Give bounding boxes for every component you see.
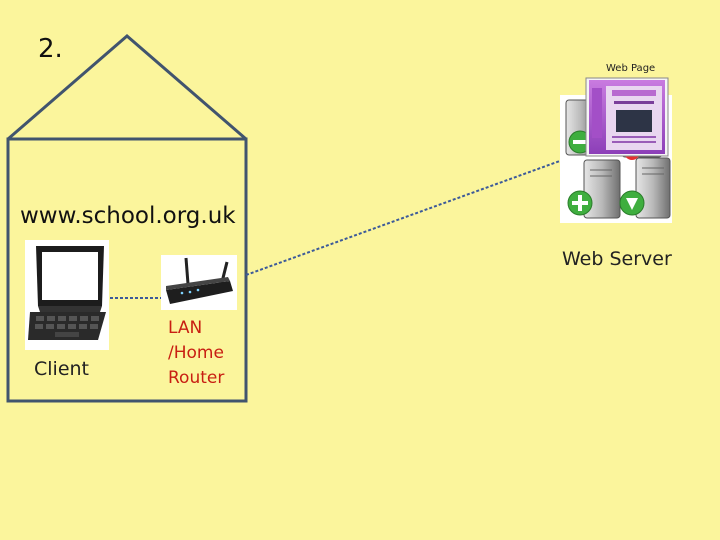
web-server-label: Web Server	[562, 248, 672, 270]
domain-name-label: www.school.org.uk	[20, 203, 236, 229]
router-server-link	[245, 157, 569, 276]
house-outline	[6, 34, 248, 403]
web-page-label: Web Page	[606, 63, 656, 74]
router-icon	[161, 255, 237, 310]
web-page-icon	[585, 77, 669, 157]
slide-number: 2.	[38, 34, 63, 64]
laptop-icon	[25, 240, 109, 350]
router-label: LAN /Home Router	[168, 318, 225, 388]
client-label: Client	[34, 358, 90, 380]
